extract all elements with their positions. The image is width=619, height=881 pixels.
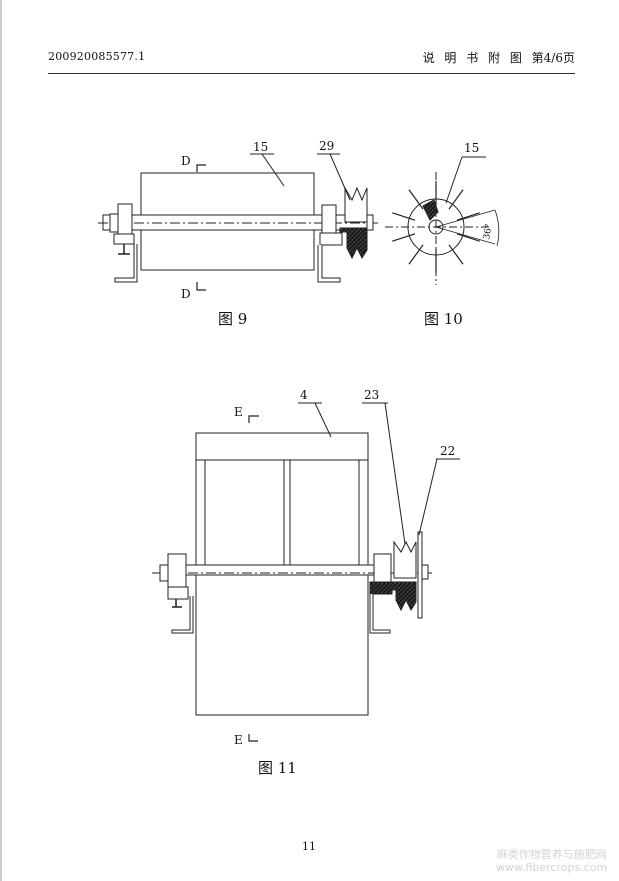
right-bracket bbox=[369, 594, 391, 634]
spike bbox=[456, 212, 480, 221]
section-label-d-top: D bbox=[181, 154, 191, 168]
page-number: 11 bbox=[302, 840, 316, 853]
right-bearing bbox=[373, 553, 392, 583]
spike bbox=[408, 189, 424, 210]
part-label-4: 4 bbox=[300, 388, 308, 402]
page-edge bbox=[0, 0, 2, 881]
angle-label: 36° bbox=[482, 223, 495, 240]
pulley-top bbox=[344, 186, 368, 223]
part-label-29: 29 bbox=[319, 139, 334, 153]
watermark: 麻类作物营养与施肥网 www.fibercrops.com bbox=[496, 848, 607, 874]
header-divider bbox=[48, 73, 575, 74]
section-label-e-top: E bbox=[234, 405, 243, 419]
pulley-top bbox=[393, 540, 417, 579]
figure-10-caption: 图 10 bbox=[424, 310, 463, 328]
figure-11: E E 4 23 22 图 11 bbox=[152, 388, 460, 777]
left-bearing bbox=[117, 203, 133, 235]
section-label-d-bottom: D bbox=[181, 287, 191, 301]
watermark-line1: 麻类作物营养与施肥网 bbox=[496, 848, 607, 861]
header-section: 说 明 书 附 图 第4/6页 bbox=[423, 49, 575, 66]
page-indicator: 第4/6页 bbox=[531, 51, 575, 65]
part-label-22: 22 bbox=[440, 444, 455, 458]
figure-9: D D 15 29 图 9 bbox=[98, 139, 378, 328]
pulley-section bbox=[339, 227, 368, 260]
section-title: 说 明 书 附 图 bbox=[422, 51, 522, 65]
spike bbox=[408, 244, 424, 265]
pulley-section bbox=[391, 581, 417, 612]
right-bearing bbox=[321, 204, 337, 234]
left-bracket bbox=[114, 244, 138, 283]
spike bbox=[392, 233, 416, 242]
plate-22 bbox=[417, 531, 423, 619]
figure-11-caption: 图 11 bbox=[258, 759, 297, 777]
watermark-line2: www.fibercrops.com bbox=[496, 861, 608, 874]
spike bbox=[448, 244, 464, 265]
part-label-15: 15 bbox=[253, 140, 268, 154]
section-label-e-bottom: E bbox=[234, 733, 243, 747]
right-bracket bbox=[317, 245, 341, 283]
patent-number: 200920085577.1 bbox=[48, 50, 146, 63]
part-label-15-fig10: 15 bbox=[464, 141, 479, 155]
spike bbox=[456, 233, 480, 242]
figure-10: 36° 15 图 10 bbox=[385, 141, 500, 328]
figure-9-caption: 图 9 bbox=[218, 310, 247, 328]
part-label-23: 23 bbox=[364, 388, 379, 402]
spike bbox=[392, 212, 416, 221]
spike bbox=[448, 189, 464, 210]
left-bearing bbox=[167, 553, 187, 588]
left-bracket bbox=[171, 596, 194, 634]
